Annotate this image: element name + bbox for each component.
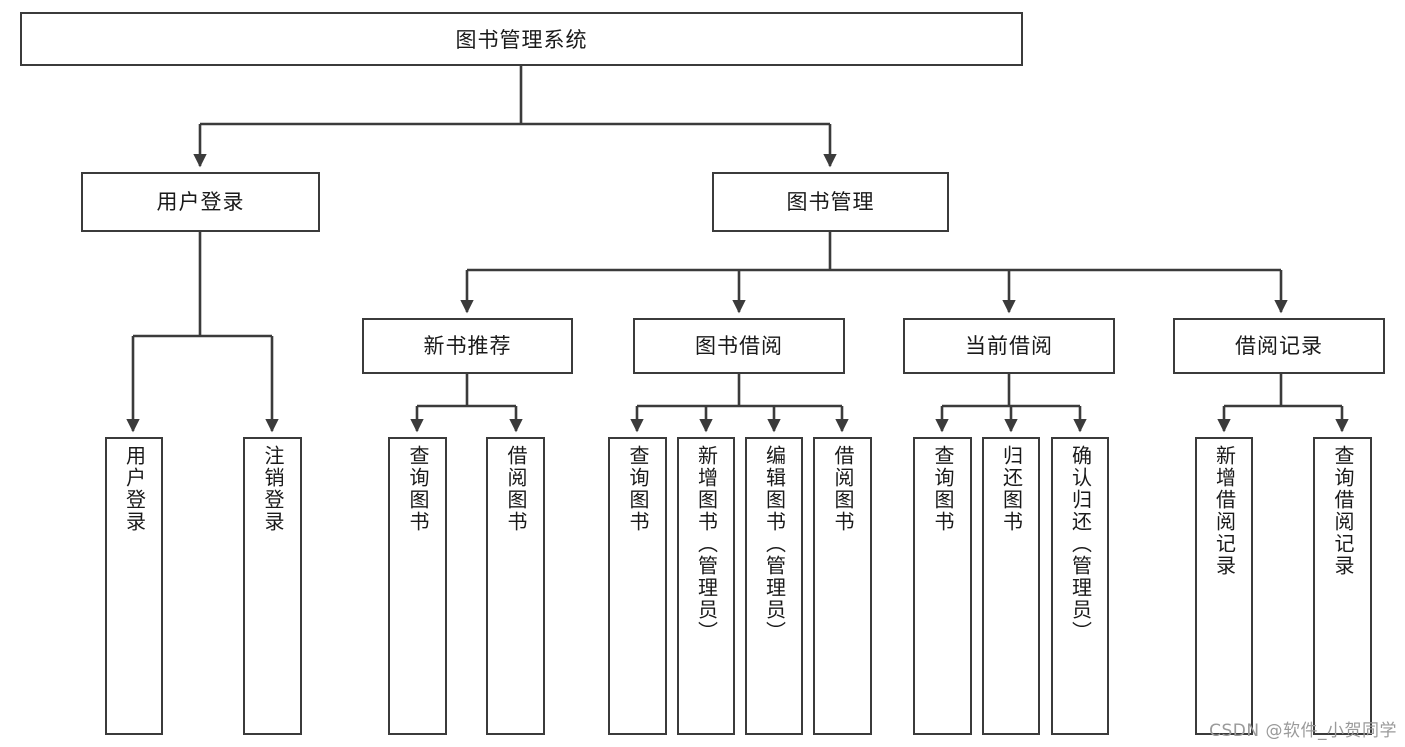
node-leaf-user-logout-label: 注销登录 bbox=[261, 445, 285, 533]
node-leaf-borrow-book-1[interactable]: 借阅图书 bbox=[486, 437, 545, 735]
node-leaf-confirm-return-label: 确认归还（管理员） bbox=[1068, 445, 1093, 643]
watermark-text: CSDN @软件_小贺同学 bbox=[1209, 721, 1397, 741]
node-leaf-add-record-label: 新增借阅记录 bbox=[1212, 445, 1237, 577]
node-new-book-rec-label: 新书推荐 bbox=[423, 333, 512, 358]
node-leaf-return-book-label: 归还图书 bbox=[999, 445, 1024, 533]
node-new-book-rec[interactable]: 新书推荐 bbox=[362, 318, 573, 374]
node-borrow-record[interactable]: 借阅记录 bbox=[1173, 318, 1385, 374]
node-book-borrow-label: 图书借阅 bbox=[695, 333, 783, 358]
node-leaf-query-book-1[interactable]: 查询图书 bbox=[388, 437, 447, 735]
node-leaf-edit-book[interactable]: 编辑图书（管理员） bbox=[745, 437, 803, 735]
node-book-manage-label: 图书管理 bbox=[786, 189, 875, 214]
node-current-borrow[interactable]: 当前借阅 bbox=[903, 318, 1115, 374]
node-leaf-confirm-return[interactable]: 确认归还（管理员） bbox=[1051, 437, 1109, 735]
node-leaf-add-book-label: 新增图书（管理员） bbox=[694, 445, 719, 643]
node-leaf-query-book-2[interactable]: 查询图书 bbox=[608, 437, 667, 735]
node-leaf-user-login-label: 用户登录 bbox=[122, 445, 147, 533]
node-leaf-user-logout[interactable]: 注销登录 bbox=[243, 437, 302, 735]
node-leaf-return-book[interactable]: 归还图书 bbox=[982, 437, 1040, 735]
node-leaf-edit-book-label: 编辑图书（管理员） bbox=[762, 445, 787, 643]
node-user-login-label: 用户登录 bbox=[156, 189, 245, 214]
node-leaf-query-book-3[interactable]: 查询图书 bbox=[913, 437, 972, 735]
node-leaf-user-login[interactable]: 用户登录 bbox=[105, 437, 163, 735]
node-book-borrow[interactable]: 图书借阅 bbox=[633, 318, 845, 374]
node-book-manage[interactable]: 图书管理 bbox=[712, 172, 949, 232]
node-leaf-query-book-1-label: 查询图书 bbox=[406, 445, 430, 533]
node-borrow-record-label: 借阅记录 bbox=[1235, 333, 1323, 358]
node-leaf-add-record[interactable]: 新增借阅记录 bbox=[1195, 437, 1253, 735]
node-current-borrow-label: 当前借阅 bbox=[965, 333, 1053, 358]
node-leaf-borrow-book-2[interactable]: 借阅图书 bbox=[813, 437, 872, 735]
node-leaf-query-record[interactable]: 查询借阅记录 bbox=[1313, 437, 1372, 735]
node-leaf-query-book-3-label: 查询图书 bbox=[931, 445, 955, 533]
node-root-label: 图书管理系统 bbox=[455, 28, 588, 52]
node-leaf-query-record-label: 查询借阅记录 bbox=[1331, 445, 1355, 577]
node-leaf-add-book[interactable]: 新增图书（管理员） bbox=[677, 437, 735, 735]
node-leaf-query-book-2-label: 查询图书 bbox=[626, 445, 650, 533]
node-leaf-borrow-book-2-label: 借阅图书 bbox=[831, 445, 855, 533]
node-root[interactable]: 图书管理系统 bbox=[20, 12, 1023, 66]
node-user-login[interactable]: 用户登录 bbox=[81, 172, 320, 232]
node-leaf-borrow-book-1-label: 借阅图书 bbox=[504, 445, 528, 533]
